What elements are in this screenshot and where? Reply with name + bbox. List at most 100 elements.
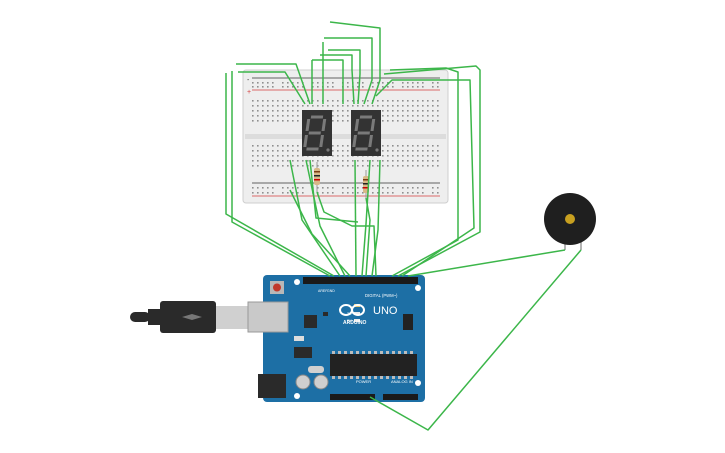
breadboard-hole[interactable] xyxy=(337,155,339,157)
breadboard-hole[interactable] xyxy=(337,160,339,162)
breadboard-hole[interactable] xyxy=(432,105,434,107)
breadboard-hole[interactable] xyxy=(407,165,409,167)
breadboard-hole[interactable] xyxy=(412,105,414,107)
breadboard-hole[interactable] xyxy=(392,155,394,157)
breadboard-hole[interactable] xyxy=(412,100,414,102)
breadboard-hole[interactable] xyxy=(317,100,319,102)
breadboard-hole[interactable] xyxy=(327,192,329,194)
breadboard-hole[interactable] xyxy=(322,165,324,167)
breadboard-hole[interactable] xyxy=(332,82,334,84)
breadboard-hole[interactable] xyxy=(427,160,429,162)
breadboard-hole[interactable] xyxy=(432,120,434,122)
breadboard-hole[interactable] xyxy=(277,160,279,162)
breadboard-hole[interactable] xyxy=(257,105,259,107)
breadboard-hole[interactable] xyxy=(387,145,389,147)
breadboard-hole[interactable] xyxy=(337,115,339,117)
breadboard-hole[interactable] xyxy=(317,82,319,84)
breadboard-hole[interactable] xyxy=(277,105,279,107)
breadboard-hole[interactable] xyxy=(417,115,419,117)
breadboard-hole[interactable] xyxy=(342,187,344,189)
breadboard-hole[interactable] xyxy=(332,115,334,117)
breadboard-hole[interactable] xyxy=(412,120,414,122)
wire[interactable] xyxy=(289,189,351,277)
breadboard-hole[interactable] xyxy=(332,110,334,112)
breadboard-hole[interactable] xyxy=(257,100,259,102)
breadboard-hole[interactable] xyxy=(402,86,404,88)
breadboard-hole[interactable] xyxy=(252,86,254,88)
breadboard-hole[interactable] xyxy=(262,120,264,122)
breadboard-hole[interactable] xyxy=(357,82,359,84)
breadboard-hole[interactable] xyxy=(337,165,339,167)
breadboard-hole[interactable] xyxy=(372,165,374,167)
breadboard-hole[interactable] xyxy=(272,160,274,162)
breadboard-hole[interactable] xyxy=(257,110,259,112)
breadboard-hole[interactable] xyxy=(382,82,384,84)
wire[interactable] xyxy=(231,71,331,277)
breadboard-hole[interactable] xyxy=(412,82,414,84)
breadboard-hole[interactable] xyxy=(332,150,334,152)
breadboard-hole[interactable] xyxy=(417,145,419,147)
breadboard-hole[interactable] xyxy=(282,192,284,194)
breadboard-hole[interactable] xyxy=(417,160,419,162)
breadboard-hole[interactable] xyxy=(387,120,389,122)
wire[interactable] xyxy=(225,73,335,277)
breadboard-hole[interactable] xyxy=(277,100,279,102)
breadboard-hole[interactable] xyxy=(262,192,264,194)
breadboard-hole[interactable] xyxy=(287,160,289,162)
breadboard-hole[interactable] xyxy=(332,100,334,102)
breadboard-hole[interactable] xyxy=(287,110,289,112)
breadboard-hole[interactable] xyxy=(422,115,424,117)
breadboard-hole[interactable] xyxy=(272,110,274,112)
breadboard-hole[interactable] xyxy=(427,120,429,122)
breadboard-hole[interactable] xyxy=(437,86,439,88)
breadboard-hole[interactable] xyxy=(377,187,379,189)
breadboard-hole[interactable] xyxy=(327,100,329,102)
breadboard-hole[interactable] xyxy=(287,145,289,147)
breadboard-hole[interactable] xyxy=(362,160,364,162)
breadboard-hole[interactable] xyxy=(252,100,254,102)
breadboard-hole[interactable] xyxy=(412,160,414,162)
breadboard-hole[interactable] xyxy=(347,187,349,189)
breadboard-hole[interactable] xyxy=(262,160,264,162)
breadboard-hole[interactable] xyxy=(422,82,424,84)
breadboard-hole[interactable] xyxy=(267,192,269,194)
resistor-1[interactable] xyxy=(314,162,320,192)
breadboard-hole[interactable] xyxy=(352,105,354,107)
breadboard-hole[interactable] xyxy=(262,150,264,152)
breadboard-hole[interactable] xyxy=(432,100,434,102)
wire[interactable] xyxy=(316,191,377,277)
breadboard-hole[interactable] xyxy=(272,115,274,117)
breadboard-hole[interactable] xyxy=(397,100,399,102)
breadboard-hole[interactable] xyxy=(372,187,374,189)
breadboard-hole[interactable] xyxy=(392,86,394,88)
breadboard-hole[interactable] xyxy=(252,82,254,84)
breadboard-hole[interactable] xyxy=(317,160,319,162)
breadboard-hole[interactable] xyxy=(357,187,359,189)
breadboard-hole[interactable] xyxy=(292,145,294,147)
breadboard-hole[interactable] xyxy=(437,110,439,112)
breadboard-hole[interactable] xyxy=(332,120,334,122)
breadboard-hole[interactable] xyxy=(292,100,294,102)
breadboard-hole[interactable] xyxy=(282,165,284,167)
breadboard-hole[interactable] xyxy=(327,105,329,107)
breadboard-hole[interactable] xyxy=(372,105,374,107)
breadboard-hole[interactable] xyxy=(342,110,344,112)
breadboard-hole[interactable] xyxy=(387,160,389,162)
breadboard-hole[interactable] xyxy=(382,100,384,102)
breadboard-hole[interactable] xyxy=(297,105,299,107)
breadboard-hole[interactable] xyxy=(397,115,399,117)
breadboard-hole[interactable] xyxy=(297,110,299,112)
breadboard-hole[interactable] xyxy=(407,192,409,194)
breadboard-hole[interactable] xyxy=(347,150,349,152)
breadboard-hole[interactable] xyxy=(267,160,269,162)
breadboard-hole[interactable] xyxy=(382,120,384,122)
breadboard-hole[interactable] xyxy=(347,86,349,88)
breadboard-hole[interactable] xyxy=(257,192,259,194)
breadboard-hole[interactable] xyxy=(272,105,274,107)
breadboard-hole[interactable] xyxy=(252,120,254,122)
breadboard-hole[interactable] xyxy=(287,192,289,194)
breadboard-hole[interactable] xyxy=(382,145,384,147)
breadboard-hole[interactable] xyxy=(422,192,424,194)
breadboard-hole[interactable] xyxy=(282,155,284,157)
breadboard-hole[interactable] xyxy=(387,105,389,107)
